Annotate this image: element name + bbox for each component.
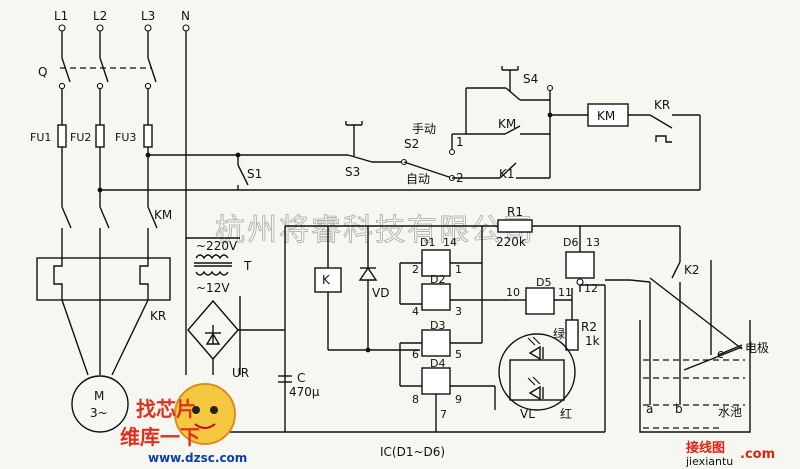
label-electrode-c: c (717, 347, 724, 361)
pin-14: 14 (443, 236, 457, 249)
label-ic: IC(D1~D6) (380, 445, 445, 459)
label-k1: K1 (499, 167, 515, 181)
logo-url: www.dzsc.com (148, 451, 247, 465)
label-k2: K2 (684, 263, 700, 277)
fuses (57, 124, 153, 200)
label-s1: S1 (247, 167, 262, 181)
power-lines (58, 24, 190, 296)
label-12v: ~12V (196, 281, 230, 295)
logo (174, 383, 236, 445)
label-c: C (297, 371, 305, 385)
label-k-relay: K (322, 273, 331, 287)
label-d2: D2 (430, 273, 445, 286)
label-d5: D5 (536, 276, 551, 289)
motor-phase: 3~ (90, 406, 108, 420)
pin-12: 12 (584, 282, 598, 295)
label-r2-value: 1k (585, 334, 600, 348)
label-s2: S2 (404, 137, 419, 151)
watermark: 杭州将睿科技有限公司 (215, 213, 535, 248)
label-l2: L2 (93, 9, 107, 23)
label-s4: S4 (523, 72, 538, 86)
label-pool: 水池 (718, 405, 742, 419)
logo-line2: 维库一下 (120, 425, 200, 449)
km-main-contacts (61, 200, 158, 258)
gates-d1-d4 (399, 226, 510, 432)
label-c-value: 470μ (289, 385, 320, 399)
label-q: Q (38, 65, 47, 79)
label-kr-main: KR (150, 309, 166, 323)
pin-4: 4 (412, 305, 419, 318)
label-d3: D3 (430, 319, 445, 332)
site-mark-tld: .com (740, 447, 775, 462)
label-pos1: 1 (456, 135, 464, 149)
pin-8: 8 (412, 393, 419, 406)
label-220v: ~220V (196, 239, 238, 253)
breaker-q (58, 57, 157, 125)
label-kr-contact: KR (654, 98, 670, 112)
label-r1-value: 220k (496, 235, 526, 249)
label-pos2: 2 (456, 171, 464, 185)
label-vl: VL (520, 407, 535, 421)
pin-5: 5 (455, 348, 462, 361)
pin-9: 9 (455, 393, 462, 406)
label-fu2: FU2 (70, 131, 91, 144)
thermal-relay-kr (36, 257, 171, 376)
label-n: N (181, 9, 190, 23)
site-mark-cn: 接线图 (686, 440, 725, 456)
led-vl (494, 333, 576, 411)
label-red: 红 (560, 406, 572, 421)
label-electrode-b: b (675, 402, 683, 416)
label-l1: L1 (54, 9, 68, 23)
pin-6: 6 (412, 348, 419, 361)
label-s3: S3 (345, 165, 360, 179)
gates-d5-d6 (510, 226, 606, 432)
label-electrode: 电极 (745, 341, 769, 355)
resistor-r1 (497, 219, 533, 233)
logo-line1: 找芯片 (136, 397, 196, 421)
label-l3: L3 (141, 9, 155, 23)
site-mark-en: jiexiantu (685, 455, 733, 468)
relay-k-vd (285, 225, 680, 353)
label-green: 绿 (553, 326, 565, 341)
motor-label: M (94, 389, 104, 403)
label-vd: VD (372, 286, 389, 300)
motor (71, 375, 129, 433)
label-fu1: FU1 (30, 131, 51, 144)
label-km-contact: KM (498, 117, 516, 131)
transformer-rectifier (185, 226, 605, 433)
label-km-coil: KM (597, 109, 615, 123)
label-manual: 手动 (412, 122, 436, 136)
capacitor-c (278, 375, 292, 383)
pin-10: 10 (506, 286, 520, 299)
pin-11: 11 (558, 286, 572, 299)
label-auto: 自动 (406, 172, 430, 186)
label-fu3: FU3 (115, 131, 136, 144)
label-d4: D4 (430, 357, 445, 370)
label-ur: UR (232, 366, 249, 380)
pin-13: 13 (586, 236, 600, 249)
control-circuit (97, 66, 701, 193)
pin-1: 1 (455, 263, 462, 276)
label-r1: R1 (507, 205, 523, 219)
pin-7: 7 (440, 408, 447, 421)
label-t: T (243, 259, 252, 273)
pin-2: 2 (412, 263, 419, 276)
label-d6: D6 (563, 236, 578, 249)
label-electrode-a: a (646, 402, 653, 416)
label-km-main: KM (154, 208, 172, 222)
label-r2: R2 (581, 320, 597, 334)
water-pool (605, 226, 751, 433)
pin-3: 3 (455, 305, 462, 318)
label-d1: D1 (420, 236, 435, 249)
